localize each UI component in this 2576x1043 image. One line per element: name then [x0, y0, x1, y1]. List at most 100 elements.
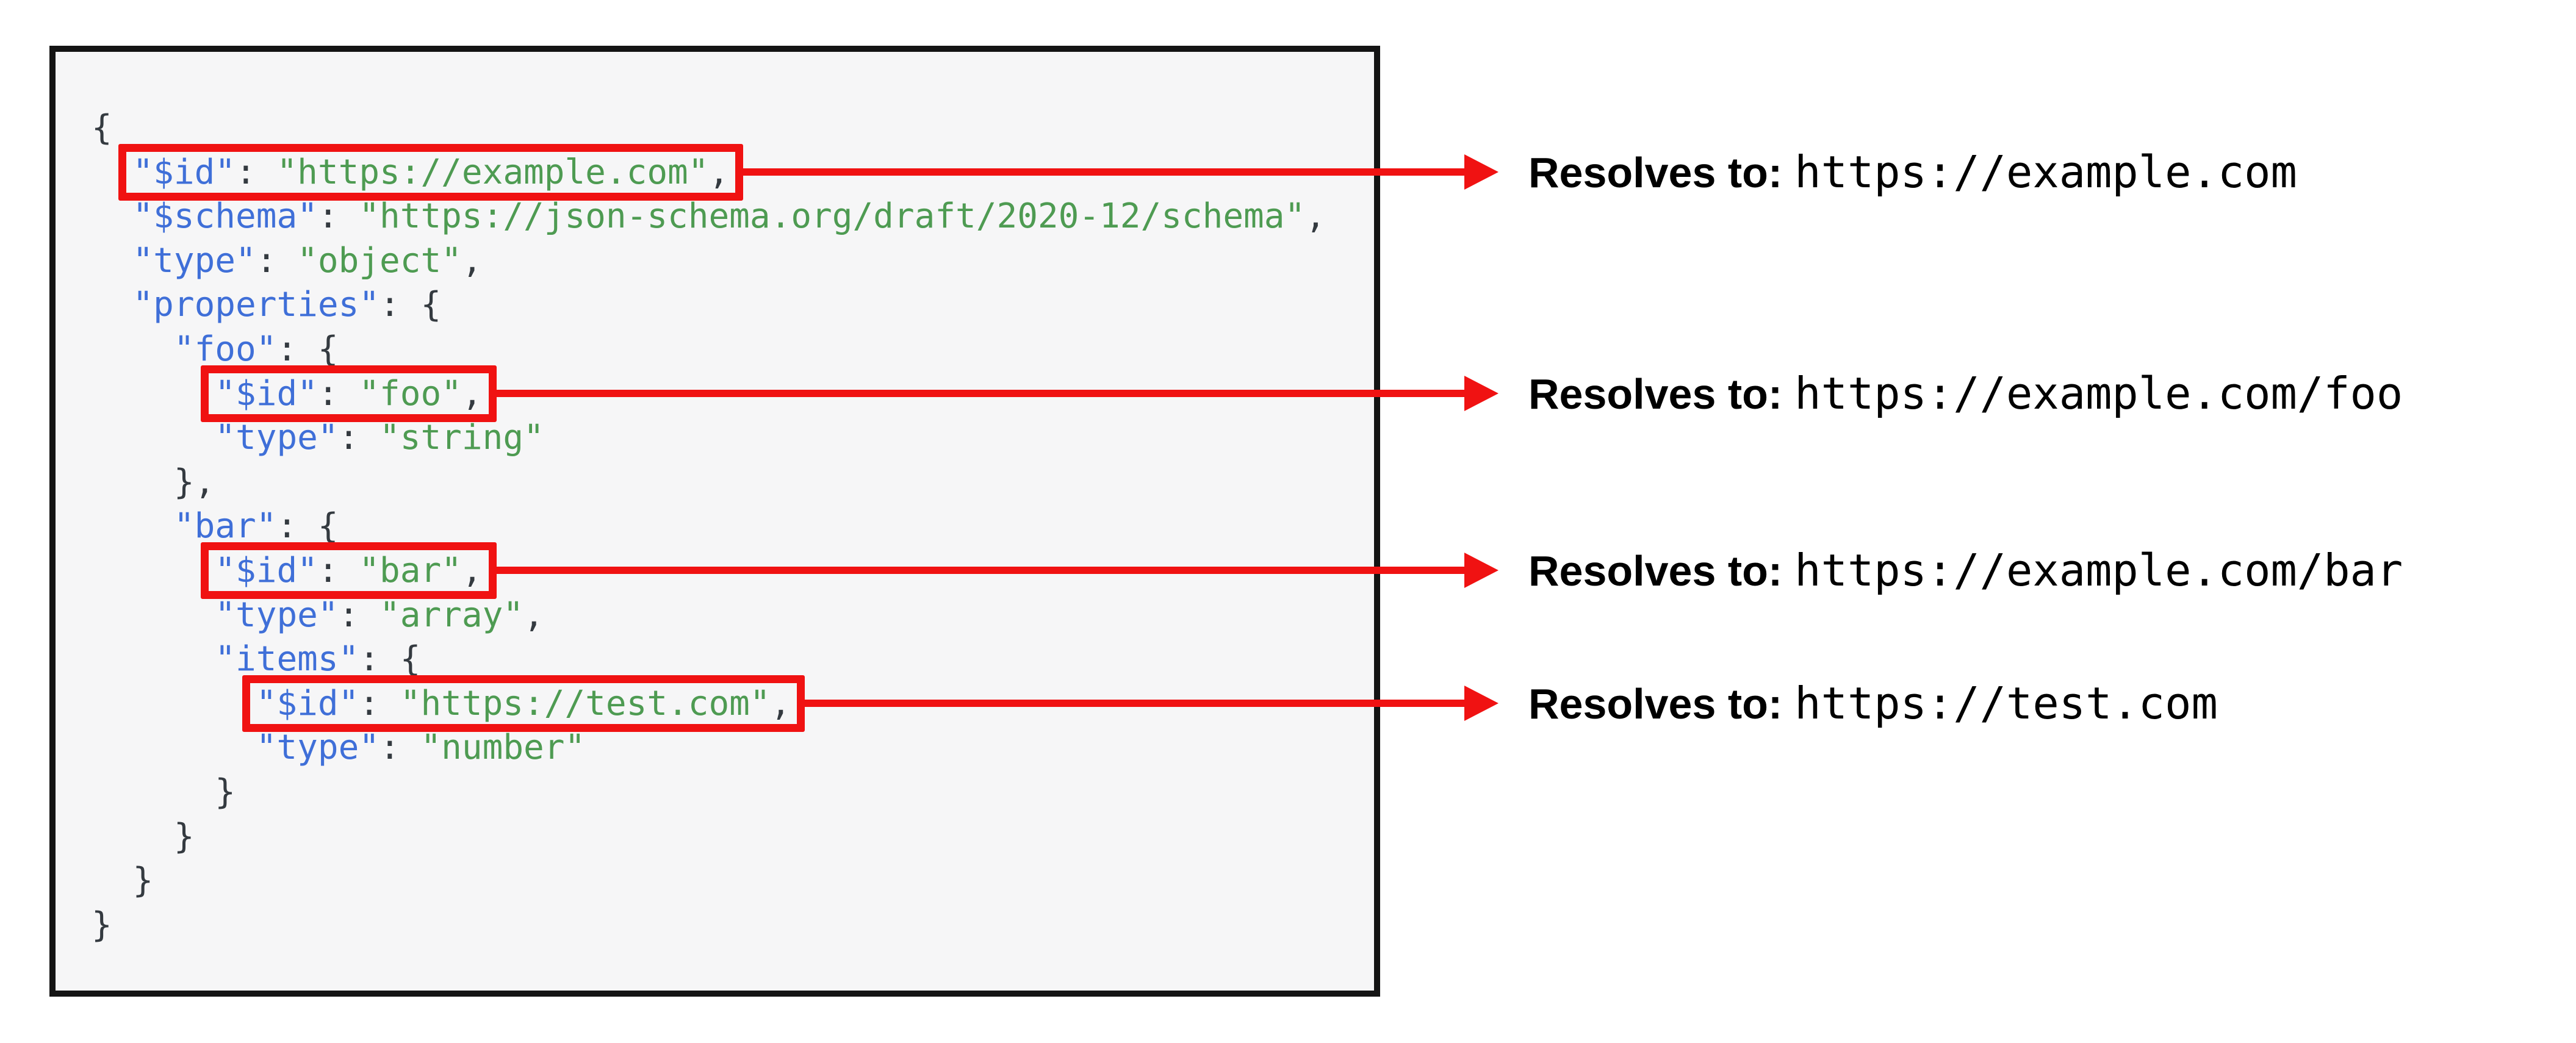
code-line: }: [92, 770, 1326, 815]
code-token: "https://json-schema.org/draft/2020-12/s…: [359, 196, 1306, 237]
code-token: ,: [1305, 196, 1326, 237]
code-token: },: [173, 462, 215, 502]
code-token: "foo": [173, 329, 277, 369]
code-line: "type": "string": [92, 416, 1326, 461]
code-token: "items": [215, 639, 359, 679]
code-token: :: [236, 152, 277, 192]
resolve-arrow-head-icon: [1464, 553, 1498, 589]
code-line: "$id": "bar",: [92, 542, 1326, 599]
code-indent: [92, 506, 174, 546]
code-token: "https://example.com": [276, 152, 709, 192]
resolve-arrow-head-icon: [1464, 154, 1498, 190]
code-line: "properties": {: [92, 283, 1326, 328]
code-line: }: [92, 859, 1326, 903]
resolved-url: https://example.com/bar: [1794, 545, 2403, 597]
code-line: "bar": {: [92, 504, 1326, 549]
resolve-arrow-line: [802, 700, 1467, 708]
code-token: "$id": [256, 683, 359, 723]
code-token: :: [359, 683, 400, 723]
code-indent: [92, 817, 174, 856]
code-indent: [92, 639, 215, 679]
code-token: {: [92, 108, 112, 148]
code-token: ,: [461, 240, 483, 281]
code-token: :: [317, 373, 359, 414]
resolves-to-label: Resolves to:: [1528, 680, 1783, 728]
code-indent: [92, 772, 215, 812]
resolves-to-label: Resolves to:: [1528, 149, 1783, 197]
code-token: "type": [132, 240, 256, 281]
code-token: ,: [708, 152, 730, 192]
id-highlight-box: "$id": "https://test.com",: [242, 675, 805, 732]
code-token: "properties": [132, 285, 380, 325]
resolved-url: https://example.com: [1794, 146, 2297, 198]
resolve-arrow-head-icon: [1464, 686, 1498, 722]
code-token: "type": [256, 728, 380, 768]
resolve-arrow-line: [494, 390, 1467, 398]
resolves-to-label: Resolves to:: [1528, 370, 1783, 418]
code-token: "string": [380, 418, 544, 458]
code-line: },: [92, 461, 1326, 505]
code-token: ,: [461, 373, 483, 414]
code-token: ,: [770, 683, 791, 723]
code-token: "$id": [215, 373, 318, 414]
code-token: "array": [380, 595, 524, 635]
code-line: "$id": "foo",: [92, 365, 1326, 422]
code-token: :: [338, 418, 380, 458]
code-indent: [92, 374, 215, 414]
code-token: :: [338, 595, 380, 635]
code-token: "number": [420, 728, 586, 768]
code-line: {: [92, 106, 1326, 151]
code-token: }: [132, 861, 154, 901]
code-token: "bar": [359, 550, 462, 590]
id-highlight-box: "$id": "https://example.com",: [118, 143, 744, 201]
code-token: :: [317, 550, 359, 590]
code-indent: [92, 329, 174, 369]
code-line: "items": {: [92, 637, 1326, 682]
code-indent: [92, 462, 174, 502]
id-highlight-box: "$id": "bar",: [201, 542, 497, 599]
code-indent: [92, 551, 215, 590]
code-token: "$schema": [132, 196, 318, 237]
code-token: : {: [359, 639, 421, 679]
code-line: "type": "object",: [92, 239, 1326, 284]
code-indent: [92, 595, 215, 635]
code-indent: [92, 684, 256, 723]
id-highlight-box: "$id": "foo",: [201, 365, 497, 422]
resolves-to-label: Resolves to:: [1528, 547, 1783, 595]
code-token: }: [215, 772, 236, 812]
code-indent: [92, 728, 256, 767]
code-indent: [92, 241, 132, 281]
code-token: : {: [276, 329, 339, 369]
code-line: }: [92, 815, 1326, 859]
code-token: :: [380, 728, 421, 768]
resolution-annotation: Resolves to:https://example.com: [1528, 146, 2297, 198]
code-line: "$id": "https://example.com",: [92, 143, 1326, 201]
code-line: "foo": {: [92, 328, 1326, 372]
code-indent: [92, 285, 132, 324]
code-token: : {: [380, 285, 442, 325]
code-token: }: [173, 816, 195, 856]
code-line: "type": "array",: [92, 593, 1326, 638]
code-token: "foo": [359, 373, 462, 414]
json-schema-code-panel: { "$id": "https://example.com", "$schema…: [49, 46, 1380, 997]
resolution-annotation: Resolves to:https://example.com/foo: [1528, 368, 2403, 419]
code-token: ,: [523, 595, 544, 635]
code-token: "type": [215, 595, 339, 635]
resolution-annotation: Resolves to:https://test.com: [1528, 678, 2218, 729]
code-line: "type": "number": [92, 726, 1326, 770]
code-token: }: [92, 905, 112, 945]
code-token: ,: [461, 550, 483, 590]
code-token: "bar": [173, 506, 277, 547]
code-token: :: [256, 240, 298, 281]
resolve-arrow-head-icon: [1464, 376, 1498, 412]
code-token: "$id": [132, 152, 236, 192]
code-line: "$schema": "https://json-schema.org/draf…: [92, 195, 1326, 239]
code-line: }: [92, 903, 1326, 948]
code-line: "$id": "https://test.com",: [92, 675, 1326, 732]
resolved-url: https://test.com: [1794, 678, 2218, 729]
code-token: "object": [297, 240, 462, 281]
code-token: "https://test.com": [400, 683, 771, 723]
resolve-arrow-line: [494, 567, 1467, 575]
resolution-annotation: Resolves to:https://example.com/bar: [1528, 545, 2403, 596]
